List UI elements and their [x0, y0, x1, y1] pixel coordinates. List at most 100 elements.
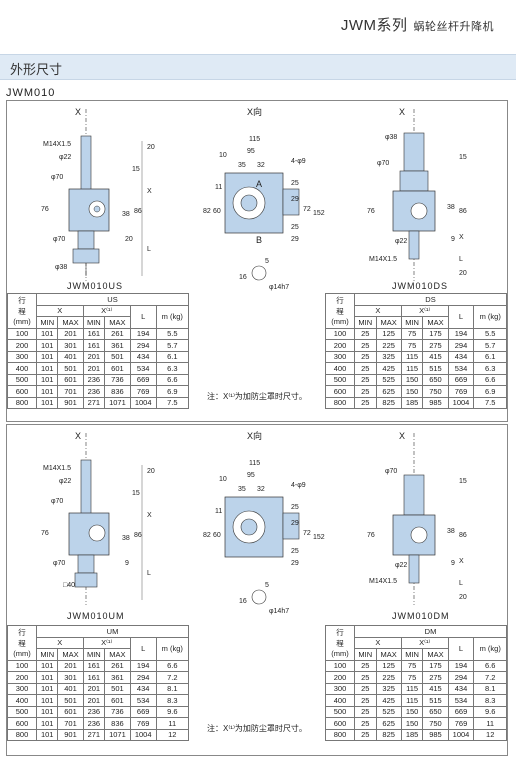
top-drawings: X M14X1.5 φ22 φ70 φ70 φ38 76 38 86 X 20 … [41, 106, 467, 291]
svg-text:115: 115 [249, 460, 260, 467]
table-cell: 6.9 [473, 385, 507, 398]
table-cell: 300 [7, 350, 37, 363]
svg-text:20: 20 [147, 468, 155, 475]
ds-caption: JWM010DS [392, 281, 449, 291]
table-cell: 669 [129, 705, 157, 718]
svg-text:20: 20 [459, 270, 467, 277]
table-cell: 769 [129, 717, 157, 730]
table-cell: 161 [82, 327, 106, 340]
svg-text:16: 16 [239, 274, 247, 281]
table-cell: 25 [354, 659, 377, 672]
table-cell: 9.6 [473, 705, 507, 718]
table-cell: 25 [354, 717, 377, 730]
svg-text:95: 95 [247, 148, 255, 155]
table-cell: 601 [57, 705, 84, 718]
table-cell: 200 [325, 339, 355, 352]
dm-side-view: X φ70 76 38 86 9 X L φ22 M14X1.5 20 15 [367, 431, 467, 605]
table-cell: 400 [7, 362, 37, 375]
dim-d70: φ70 [51, 174, 63, 181]
table-cell: 836 [104, 717, 131, 730]
svg-text:29: 29 [291, 196, 299, 203]
table-cell: 294 [447, 339, 475, 352]
table-cell: 75 [400, 327, 424, 340]
table-cell: 236 [82, 705, 106, 718]
svg-text:32: 32 [257, 162, 265, 169]
table-cell: 125 [375, 327, 402, 340]
table-cell: 750 [422, 717, 449, 730]
table-cell: 7.2 [155, 671, 190, 684]
page-header: JWM系列蜗轮丝杆升降机 [0, 0, 516, 44]
table-cell: 985 [422, 728, 449, 741]
table-cell: 25 [354, 396, 377, 409]
table-cell: 769 [129, 385, 157, 398]
svg-text:L: L [459, 580, 463, 587]
table-cell: 600 [7, 385, 37, 398]
table-cell: 261 [104, 327, 131, 340]
table-cell: 300 [7, 682, 37, 695]
svg-text:60: 60 [213, 532, 221, 539]
table-cell: 825 [375, 728, 402, 741]
dim-m14: M14X1.5 [43, 141, 71, 148]
table-cell: 600 [325, 717, 355, 730]
dim-20b: 20 [125, 236, 133, 243]
table-cell: 769 [447, 385, 475, 398]
table-cell: 534 [129, 694, 157, 707]
table-cell: 836 [104, 385, 131, 398]
table-cell: 500 [7, 373, 37, 386]
x-direction-view-2: X向 115 95 10 35 32 4-φ9 11 82 60 25 29 7… [203, 430, 325, 615]
table-cell: 400 [325, 694, 355, 707]
table-cell: 201 [82, 694, 106, 707]
table-cell: 6.3 [473, 362, 507, 375]
table-cell: 201 [82, 362, 106, 375]
svg-text:φ70: φ70 [385, 468, 397, 475]
table-cell: 525 [375, 373, 402, 386]
table-cell: 194 [447, 659, 475, 672]
table-cell: 501 [104, 350, 131, 363]
table-cell: 6.3 [155, 362, 190, 375]
table-cell: 1071 [104, 396, 131, 409]
table-cell: 736 [104, 705, 131, 718]
header-title: JWM系列蜗轮丝杆升降机 [340, 17, 494, 34]
table-cell: 625 [375, 717, 402, 730]
svg-text:38: 38 [447, 204, 455, 211]
table-cell: 25 [354, 385, 377, 398]
table-cell: 800 [7, 728, 37, 741]
dm-caption: JWM010DM [392, 611, 450, 621]
svg-text:M14X1.5: M14X1.5 [43, 465, 71, 472]
svg-text:φ14h7: φ14h7 [269, 284, 289, 291]
table-cell: 25 [354, 339, 377, 352]
table-cell: 500 [7, 705, 37, 718]
screw-top [80, 135, 92, 192]
table-cell: 101 [35, 373, 59, 386]
svg-text:4-φ9: 4-φ9 [291, 158, 306, 165]
svg-text:5: 5 [265, 582, 269, 589]
table-cell: 75 [400, 671, 424, 684]
svg-text:115: 115 [249, 136, 260, 143]
table-cell: 101 [35, 350, 59, 363]
table-cell: 501 [104, 682, 131, 695]
top-panel: X M14X1.5 φ22 φ70 φ70 φ38 76 38 86 X 20 … [6, 100, 508, 422]
svg-text:95: 95 [247, 472, 255, 479]
svg-text:72: 72 [303, 530, 311, 537]
table-cell: 7.5 [155, 396, 190, 409]
dim-L: L [147, 246, 151, 253]
table-cell: 400 [7, 694, 37, 707]
lower-housing [77, 230, 95, 250]
table-cell: 6.1 [155, 350, 190, 363]
table-cell: 150 [400, 705, 424, 718]
table-cell: 101 [35, 717, 59, 730]
svg-text:38: 38 [447, 528, 455, 535]
table-cell: 185 [400, 396, 424, 409]
table-cell: 200 [7, 671, 37, 684]
table-cell: 361 [104, 671, 131, 684]
table-cell: 225 [375, 339, 402, 352]
table-cell: 294 [129, 671, 157, 684]
svg-text:L: L [147, 570, 151, 577]
